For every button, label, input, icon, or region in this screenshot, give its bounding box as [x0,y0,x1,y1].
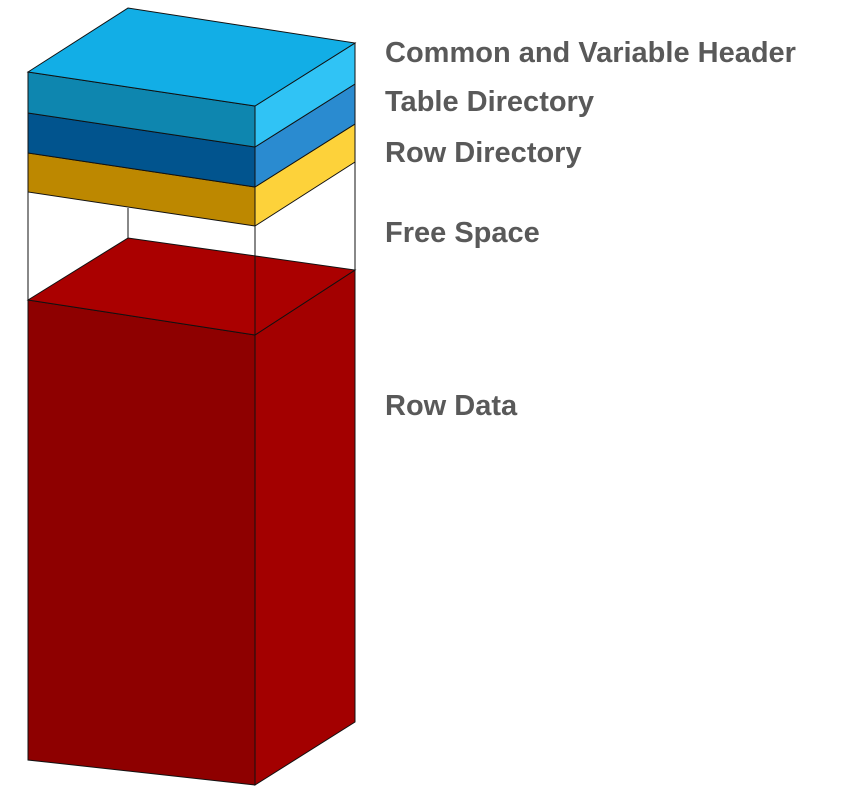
row-data-side-face [254,269,356,786]
row-data-front-face [27,299,256,786]
table-directory-label: Table Directory [385,86,594,118]
header-top-face [26,7,357,107]
common-and-variable-header-label: Common and Variable Header [385,37,796,69]
free-space-label: Free Space [385,217,540,249]
row-data-label: Row Data [385,390,518,422]
row-directory-label: Row Directory [385,137,582,169]
